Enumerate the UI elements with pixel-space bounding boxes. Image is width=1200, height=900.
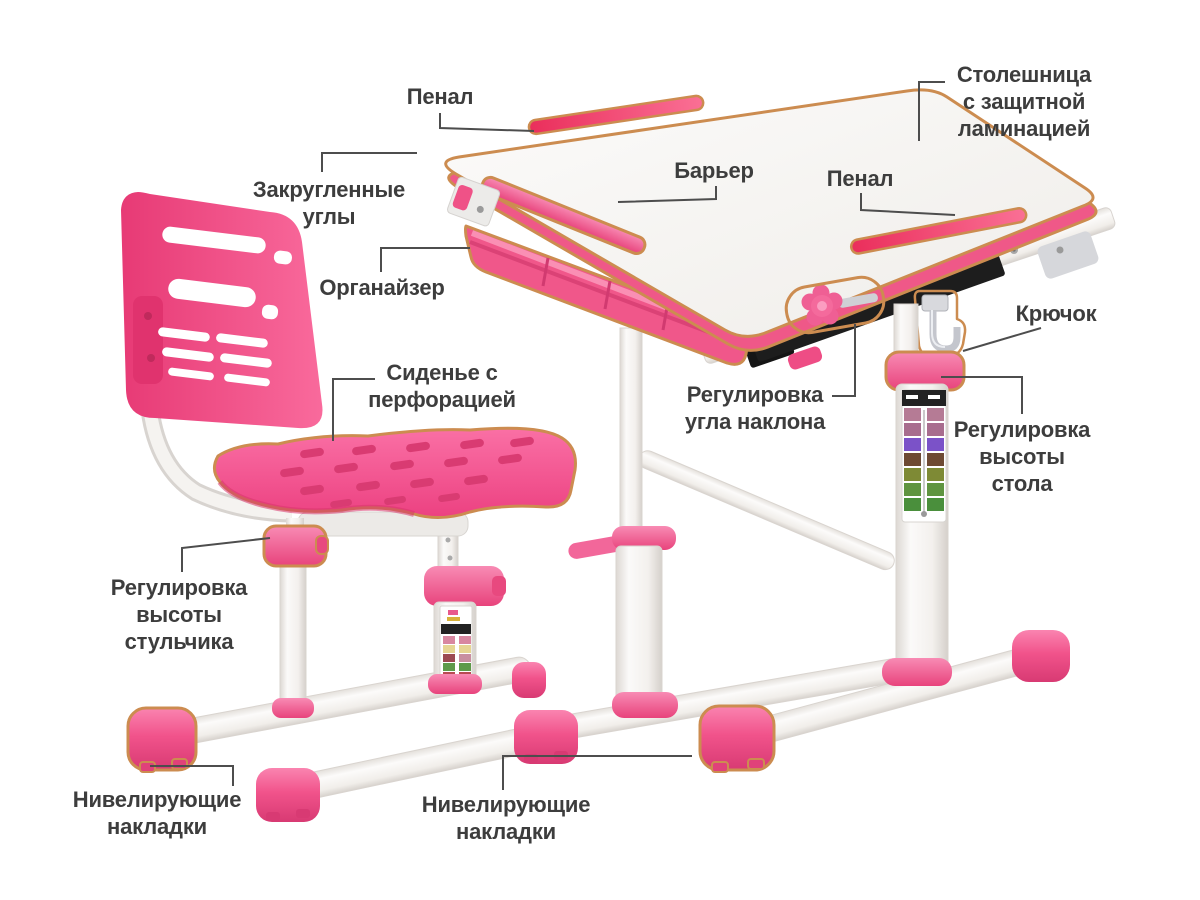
callout-desk-height bbox=[941, 376, 1023, 414]
label-chair-height: Регулировка высоты стульчика bbox=[110, 575, 248, 654]
label-barrier: Барьер bbox=[674, 158, 754, 183]
label-organizer: Органайзер bbox=[319, 275, 445, 300]
barrier-ledge-highlighted bbox=[480, 175, 647, 256]
tilt-bracket-left bbox=[446, 176, 501, 227]
backrest-slots bbox=[158, 226, 292, 387]
callout-seat bbox=[332, 378, 375, 441]
chair-front-foot-cap-highlighted bbox=[126, 706, 198, 773]
label-seat-perforated: Сиденье с перфорацией bbox=[368, 360, 516, 412]
desk-back-foot-cap bbox=[1012, 630, 1070, 682]
callout-lines bbox=[150, 81, 1042, 790]
chair-height-scale-sticker bbox=[439, 605, 473, 683]
callout-tabletop bbox=[918, 81, 945, 141]
backrest-side-bolster bbox=[133, 296, 163, 384]
backrest-support-tube bbox=[140, 408, 293, 523]
label-pads-right: Нивелирующие накладки bbox=[421, 792, 591, 844]
desk-tabletop-highlighted bbox=[444, 88, 1098, 352]
callout-organizer bbox=[380, 247, 470, 272]
tilt-knob-highlighted bbox=[784, 275, 886, 335]
callout-tilt bbox=[832, 324, 856, 397]
pencil-tray-right-highlighted bbox=[849, 206, 1028, 255]
callout-penal-right bbox=[860, 193, 956, 216]
label-rounded-corners: Закругленные углы bbox=[252, 177, 406, 229]
chair-seat-highlighted bbox=[213, 426, 577, 519]
pencil-tray-left-highlighted bbox=[527, 94, 705, 136]
chair-front-post bbox=[262, 518, 329, 718]
chair bbox=[121, 192, 578, 822]
desk-front-foot-cap-highlighted bbox=[698, 704, 776, 773]
label-hook: Крючок bbox=[1015, 301, 1097, 326]
chair-height-clamp-highlighted bbox=[262, 524, 329, 568]
chair-rear-post bbox=[424, 513, 506, 694]
label-tilt-adjust: Регулировка угла наклона bbox=[684, 382, 826, 434]
chair-backrest bbox=[121, 192, 323, 429]
desk bbox=[444, 88, 1116, 773]
desk-right-leg bbox=[882, 303, 966, 686]
label-tabletop: Столешница с защитной ламинацией bbox=[956, 62, 1092, 141]
desk-crossbar bbox=[638, 450, 895, 571]
callout-penal-top bbox=[439, 113, 535, 132]
callout-pads-left bbox=[150, 765, 234, 786]
label-penal-right: Пенал bbox=[826, 166, 894, 191]
label-pads-left: Нивелирующие накладки bbox=[72, 787, 242, 839]
chair-rear-tube-end-cap bbox=[512, 662, 546, 698]
chair-front-tube-front-cap bbox=[256, 768, 320, 822]
callout-chair-height bbox=[181, 537, 271, 572]
label-penal-top: Пенал bbox=[406, 84, 474, 109]
callout-rounded-corners bbox=[321, 152, 417, 172]
callout-hook bbox=[962, 327, 1042, 352]
label-desk-height: Регулировка высоты стола bbox=[953, 417, 1091, 496]
callout-pads-right bbox=[502, 755, 692, 790]
hook-highlighted bbox=[913, 289, 967, 359]
callout-barrier bbox=[617, 186, 717, 203]
desk-height-scale-sticker bbox=[901, 389, 947, 523]
seat-perforations bbox=[280, 436, 534, 509]
desk-left-leg bbox=[612, 327, 678, 718]
